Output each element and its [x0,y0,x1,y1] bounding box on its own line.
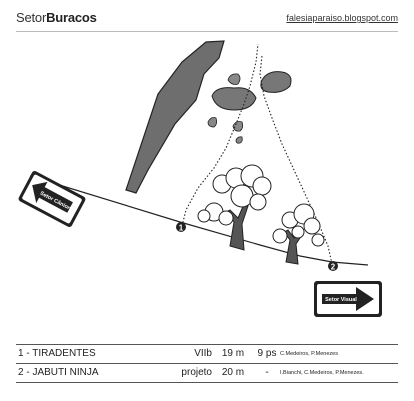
website-link[interactable]: falesiaparaiso.blogspot.com [286,13,398,23]
route-name: 2 - JABUTI NINJA [18,367,99,378]
sign-setor-visual-label: Setor Visual [325,297,357,303]
route-marker-2-label: 2 [331,263,336,272]
routes-table: 1 - TIRADENTES VIIb 19 m 9 ps C.Medeiros… [16,344,398,383]
rock-wall [125,40,225,194]
route-authors: I.Bianchi, C.Medeiros, P.Menezes. [280,370,364,376]
rock-boulder [207,117,218,128]
route-bolts: - [265,367,269,378]
route-bolts: 9 ps [257,348,277,359]
sign-setor-visual: Setor Visual [314,281,382,317]
header-divider [16,31,398,32]
rock-boulder [260,71,292,93]
title-sector: Buracos [46,10,97,25]
header: SetorBuracos falesiaparaiso.blogspot.com [16,8,398,28]
route-line-2 [259,55,333,265]
route-length: 19 m [221,348,245,359]
route-marker-2 [328,261,338,271]
route-line-1 [181,43,259,227]
rock-boulder [235,136,243,144]
page-title: SetorBuracos [16,10,97,25]
route-name: 1 - TIRADENTES [18,348,96,359]
topo-diagram: 1 2 Setor Cânion Setor Visual [18,40,382,317]
title-prefix: Setor [16,10,47,25]
route-grade: VIIb [194,348,212,359]
rock-boulder [227,73,241,85]
table-row: 2 - JABUTI NINJA projeto 20 m - I.Bianch… [16,363,398,383]
rock-boulder [211,87,257,111]
route-marker-1 [176,222,186,232]
route-grade: projeto [181,367,212,378]
table-row: 1 - TIRADENTES VIIb 19 m 9 ps C.Medeiros… [16,344,398,363]
ground-line [29,175,369,266]
route-marker-1-label: 1 [179,224,184,233]
rock-boulder [232,121,244,132]
tree-large [197,164,272,251]
route-length: 20 m [221,367,245,378]
route-authors: C.Medeiros, P.Menezes [280,351,338,357]
sign-setor-canion: Setor Cânion [18,170,86,228]
tree-small [272,203,325,265]
